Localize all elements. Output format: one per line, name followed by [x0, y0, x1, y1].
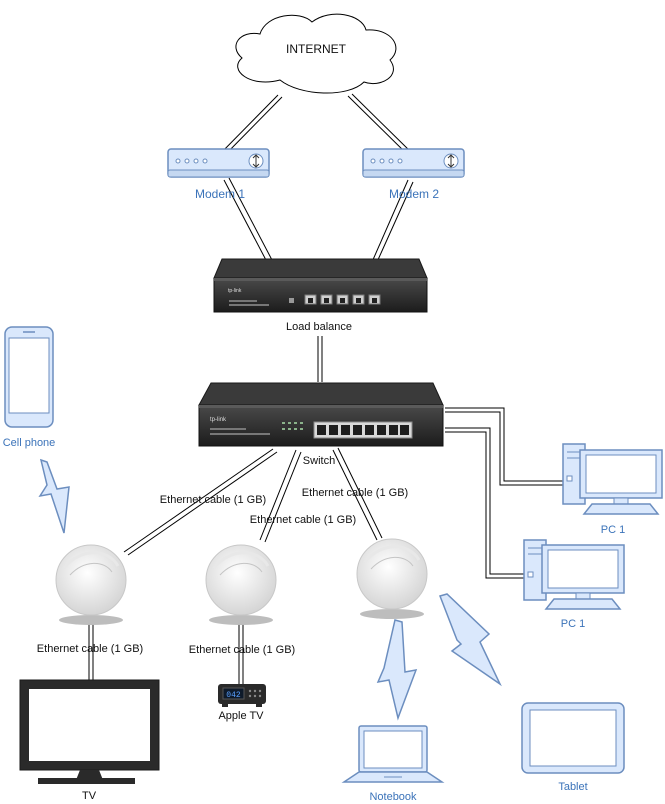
svg-text:tp-link: tp-link: [210, 417, 227, 423]
tablet-icon: [521, 702, 625, 774]
access-point-right-icon: [356, 538, 428, 619]
wireless-links: [38, 458, 502, 721]
tv-label: TV: [81, 790, 97, 802]
cable-label-left: Ethernet cable (1 GB): [159, 494, 267, 506]
cable-label-middle: Ethernet cable (1 GB): [249, 514, 357, 526]
tablet-label: Tablet: [558, 781, 588, 793]
cell-phone-label: Cell phone: [2, 437, 56, 449]
internet-label: INTERNET: [286, 42, 346, 56]
cable-label-tv: Ethernet cable (1 GB): [36, 643, 144, 655]
connections: [88, 93, 563, 684]
modem-2-label: Modem 2: [388, 187, 440, 201]
link-modem2-loadbalancer: [371, 179, 414, 263]
svg-text:tp-link: tp-link: [228, 288, 242, 294]
apple-tv-display: 042: [226, 691, 241, 700]
link-switch-ap-left: [123, 448, 278, 556]
cable-label-right: Ethernet cable (1 GB): [301, 487, 409, 499]
switch-icon: tp-link: [198, 382, 444, 447]
link-cloud-modem2: [347, 93, 415, 158]
internet-cloud: [235, 13, 397, 94]
notebook-label: Notebook: [369, 791, 417, 803]
link-switch-pc-top: [445, 407, 563, 486]
link-ap-middle-appletv: [238, 620, 244, 684]
link-loadbalancer-switch: [317, 336, 323, 382]
notebook-icon: [341, 725, 445, 783]
wireless-bolt-notebook: [376, 619, 418, 721]
pc-bottom-label: PC 1: [560, 618, 586, 630]
modem-1-label: Modem 1: [194, 187, 246, 201]
modem-1-icon: [167, 148, 270, 178]
tv-icon: [19, 679, 160, 784]
cell-phone-icon: [4, 326, 54, 428]
modem-2-icon: [362, 148, 465, 178]
pc-top-icon: [562, 443, 663, 515]
link-modem1-loadbalancer: [223, 177, 273, 263]
apple-tv-label: Apple TV: [218, 710, 264, 722]
pc-bottom-icon: [523, 539, 625, 610]
link-switch-ap-right: [332, 447, 383, 541]
link-ap-left-tv: [88, 620, 94, 680]
cable-label-apple-tv: Ethernet cable (1 GB): [188, 644, 296, 656]
switch-label: Switch: [302, 455, 336, 467]
access-point-left-icon: [55, 544, 127, 625]
wireless-bolt-phone: [38, 458, 70, 534]
pc-top-label: PC 1: [600, 524, 626, 536]
load-balancer-label: Load balance: [285, 321, 353, 333]
access-point-middle-icon: [205, 544, 277, 625]
wireless-bolt-tablet: [439, 593, 502, 687]
link-switch-pc-bottom: [445, 427, 524, 579]
link-switch-ap-middle: [259, 449, 302, 543]
apple-tv-icon: 042: [218, 684, 266, 707]
load-balancer-icon: tp-link: [213, 258, 428, 313]
